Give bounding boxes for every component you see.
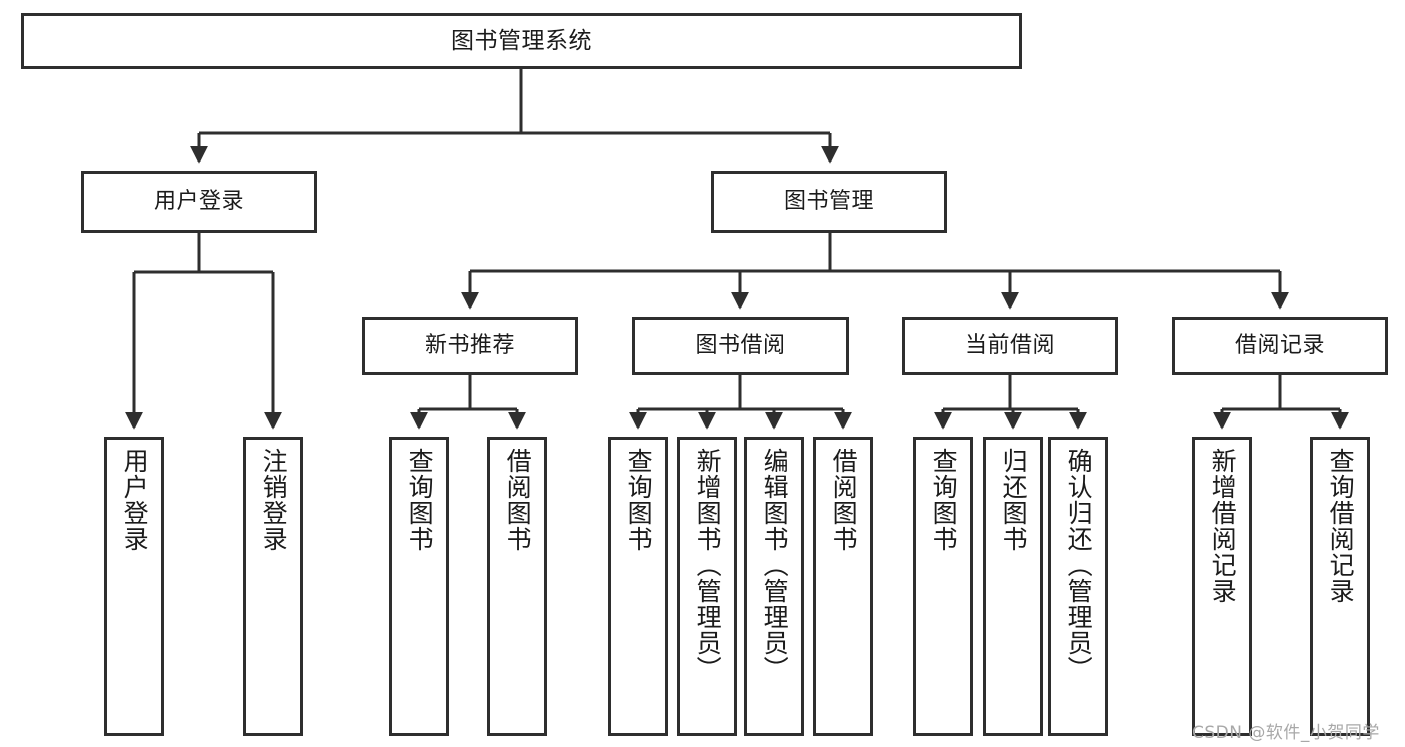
node-leaf-borrow-book-rec[interactable]: 借阅图书 (487, 437, 547, 736)
node-leaf-add-book-admin-label: 新增图书（管理员） (693, 448, 723, 682)
node-leaf-query-borrow-rec[interactable]: 查询借阅记录 (1310, 437, 1370, 736)
node-leaf-query-book-rec[interactable]: 查询图书 (389, 437, 449, 736)
node-current-borrow-label: 当前借阅 (964, 333, 1055, 359)
node-leaf-return-book[interactable]: 归还图书 (983, 437, 1043, 736)
node-root[interactable]: 图书管理系统 (21, 13, 1022, 69)
node-current-borrow[interactable]: 当前借阅 (902, 317, 1118, 375)
node-leaf-borrow-book-rec-label: 借阅图书 (503, 448, 533, 552)
node-leaf-query-book-rec-label: 查询图书 (405, 448, 435, 552)
node-leaf-confirm-return-label: 确认归还（管理员） (1064, 448, 1094, 682)
node-leaf-edit-book-admin[interactable]: 编辑图书（管理员） (744, 437, 804, 736)
node-leaf-query-borrow-rec-label: 查询借阅记录 (1326, 448, 1356, 604)
node-book-management[interactable]: 图书管理 (711, 171, 947, 233)
node-leaf-user-login[interactable]: 用户登录 (104, 437, 164, 736)
node-borrow-record-label: 借阅记录 (1234, 333, 1325, 359)
node-borrow-record[interactable]: 借阅记录 (1172, 317, 1388, 375)
node-leaf-add-borrow-rec[interactable]: 新增借阅记录 (1192, 437, 1252, 736)
node-leaf-logout-login-label: 注销登录 (259, 448, 289, 552)
node-new-book-recommend-label: 新书推荐 (424, 333, 515, 359)
node-leaf-return-book-label: 归还图书 (999, 448, 1029, 552)
node-leaf-add-borrow-rec-label: 新增借阅记录 (1208, 448, 1238, 604)
node-book-management-label: 图书管理 (783, 189, 874, 215)
node-leaf-query-book-cur[interactable]: 查询图书 (913, 437, 973, 736)
node-leaf-query-book-bor-label: 查询图书 (624, 448, 654, 552)
node-leaf-query-book-bor[interactable]: 查询图书 (608, 437, 668, 736)
node-leaf-user-login-label: 用户登录 (120, 448, 150, 552)
node-leaf-query-book-cur-label: 查询图书 (929, 448, 959, 552)
watermark-text: CSDN @软件_小贺同学 (1192, 723, 1380, 743)
node-leaf-edit-book-admin-label: 编辑图书（管理员） (760, 448, 790, 682)
node-user-login-label: 用户登录 (153, 189, 244, 215)
node-leaf-add-book-admin[interactable]: 新增图书（管理员） (677, 437, 737, 736)
node-leaf-confirm-return[interactable]: 确认归还（管理员） (1048, 437, 1108, 736)
node-leaf-borrow-book-bor-label: 借阅图书 (829, 448, 859, 552)
node-root-label: 图书管理系统 (451, 27, 592, 54)
node-new-book-recommend[interactable]: 新书推荐 (362, 317, 578, 375)
node-book-borrow-label: 图书借阅 (695, 333, 786, 359)
node-book-borrow[interactable]: 图书借阅 (632, 317, 849, 375)
node-user-login[interactable]: 用户登录 (81, 171, 317, 233)
node-leaf-borrow-book-bor[interactable]: 借阅图书 (813, 437, 873, 736)
node-leaf-logout-login[interactable]: 注销登录 (243, 437, 303, 736)
